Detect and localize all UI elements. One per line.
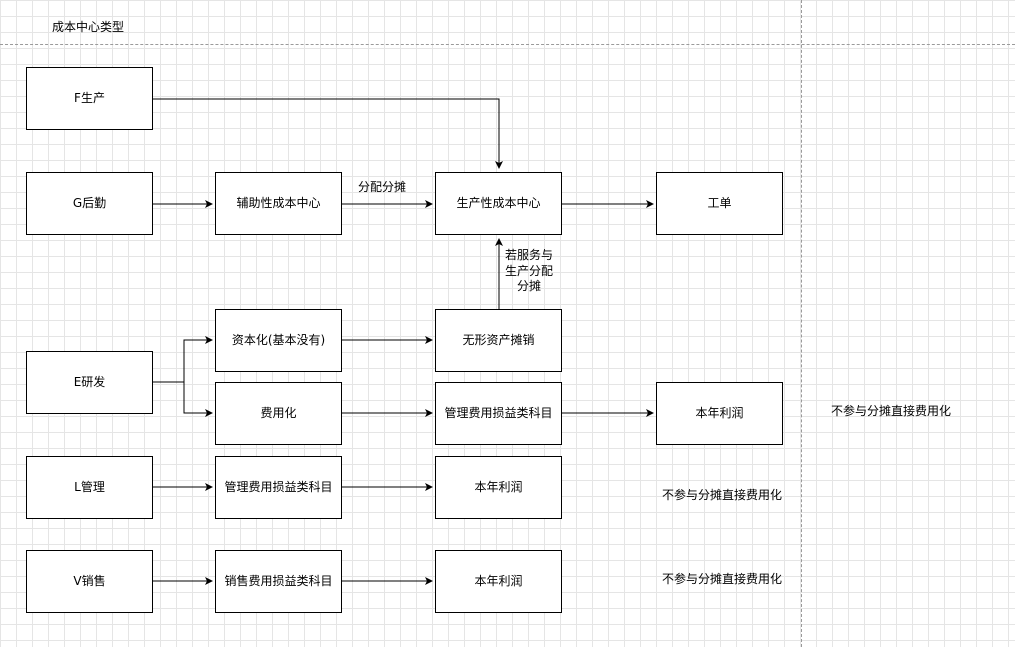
node-current-year-profit-3[interactable]: 本年利润	[435, 550, 562, 613]
note-management-direct-expense: 不参与分摊直接费用化	[662, 488, 783, 502]
node-v-sales[interactable]: V销售	[26, 550, 153, 613]
page-break-horizontal	[0, 44, 1015, 45]
node-capitalization[interactable]: 资本化(基本没有)	[215, 309, 342, 372]
node-f-production[interactable]: F生产	[26, 67, 153, 130]
note-rnd-direct-expense: 不参与分摊直接费用化	[831, 404, 952, 418]
edge-label-line-1: 若服务与	[505, 248, 554, 262]
node-aux-cost-center[interactable]: 辅助性成本中心	[215, 172, 342, 235]
edge-e-to-capitalization	[183, 336, 213, 382]
note-sales-direct-expense: 不参与分摊直接费用化	[662, 572, 783, 586]
edge-label-if-serves-production: 若服务与 生产分配 分摊	[505, 248, 553, 295]
diagram-title: 成本中心类型	[52, 20, 125, 34]
edge-label-allocation: 分配分摊	[358, 180, 407, 194]
node-l-management[interactable]: L管理	[26, 456, 153, 519]
node-current-year-profit-2[interactable]: 本年利润	[435, 456, 562, 519]
page-break-vertical	[801, 0, 802, 647]
node-sales-pl-subject[interactable]: 销售费用损益类科目	[215, 550, 342, 613]
node-admin-pl-subject-2[interactable]: 管理费用损益类科目	[215, 456, 342, 519]
node-work-order[interactable]: 工单	[656, 172, 783, 235]
node-production-cost-center[interactable]: 生产性成本中心	[435, 172, 562, 235]
edge-label-line-2: 生产分配	[505, 263, 554, 278]
edge-f-to-production-center	[153, 98, 503, 169]
node-current-year-profit[interactable]: 本年利润	[656, 382, 783, 445]
edge-e-to-expensing	[183, 382, 213, 417]
node-e-rnd[interactable]: E研发	[26, 351, 153, 414]
node-g-logistics[interactable]: G后勤	[26, 172, 153, 235]
node-expensing[interactable]: 费用化	[215, 382, 342, 445]
edge-label-line-3: 分摊	[517, 279, 542, 294]
node-admin-pl-subject[interactable]: 管理费用损益类科目	[435, 382, 562, 445]
node-intangible-amortization[interactable]: 无形资产摊销	[435, 309, 562, 372]
